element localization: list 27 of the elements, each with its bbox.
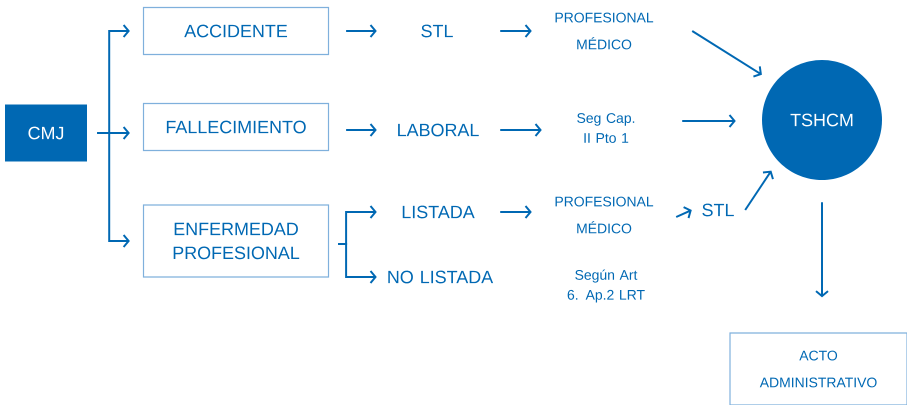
- arrow: [692, 30, 762, 78]
- step-label: STL: [421, 24, 453, 38]
- arrow: [744, 170, 774, 211]
- step-label: NO LISTADA: [388, 270, 494, 284]
- circle-node: TSHCM: [762, 60, 882, 180]
- step-label: LABORAL: [398, 124, 479, 136]
- arrow: [676, 206, 692, 218]
- arrow: [97, 132, 130, 248]
- process-box: CMJ: [5, 104, 87, 162]
- arrow: [338, 243, 377, 284]
- step-label: PROFESIONAL MÉDICO: [556, 12, 654, 50]
- arrow: [500, 205, 532, 219]
- arrow: [500, 123, 542, 137]
- arrow: [500, 24, 532, 38]
- arrow: [346, 123, 377, 137]
- arrow: [682, 114, 736, 128]
- arrow: [346, 24, 377, 38]
- step-label: Según Art 6. Ap.2 LRT: [568, 269, 645, 303]
- step-label: STL: [702, 204, 734, 216]
- step-label: PROFESIONAL MÉDICO: [556, 196, 654, 234]
- process-box: FALLECIMIENTO: [142, 102, 330, 152]
- step-label: LISTADA: [402, 206, 475, 218]
- arrow: [815, 202, 829, 298]
- process-box: ACCIDENTE: [142, 6, 330, 56]
- process-box: ACTO ADMINISTRATIVO: [729, 332, 907, 405]
- process-box: ENFERMEDAD PROFESIONAL: [142, 204, 330, 278]
- step-label: Seg Cap. II Pto 1: [577, 113, 634, 143]
